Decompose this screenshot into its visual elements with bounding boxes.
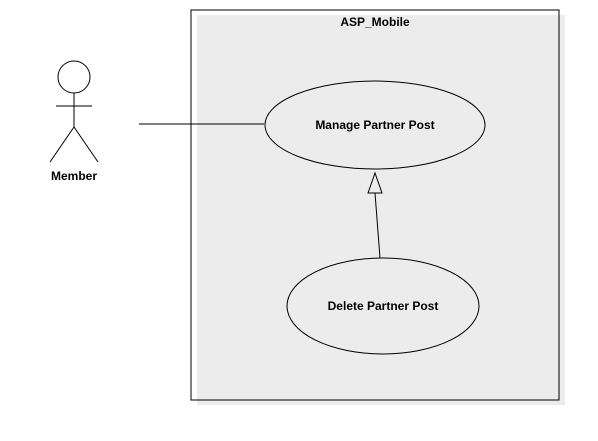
- use-case-shadow: [298, 267, 480, 357]
- use-case-shadow: [276, 88, 486, 174]
- hollow-triangle-arrowhead-icon: [367, 171, 383, 194]
- use-case-label: Delete Partner Post: [328, 299, 439, 313]
- generalization-connector[interactable]: [367, 171, 383, 259]
- actor-right-leg: [73, 126, 99, 163]
- stick-figure-icon: [49, 60, 99, 163]
- use-case-label: Manage Partner Post: [315, 118, 434, 132]
- use-case-ellipse: [264, 80, 486, 170]
- actor-head: [57, 60, 91, 94]
- use-case-manage-partner-post[interactable]: Manage Partner Post: [264, 80, 486, 174]
- use-case-delete-partner-post[interactable]: Delete Partner Post: [286, 257, 480, 357]
- actor-left-leg: [49, 126, 75, 163]
- actor-label: Member: [51, 169, 97, 183]
- generalization-line: [374, 192, 381, 259]
- use-case-ellipse: [286, 257, 480, 355]
- system-boundary-box: [190, 9, 560, 401]
- system-name: ASP_Mobile: [340, 15, 410, 29]
- actor-member[interactable]: Member: [49, 60, 99, 183]
